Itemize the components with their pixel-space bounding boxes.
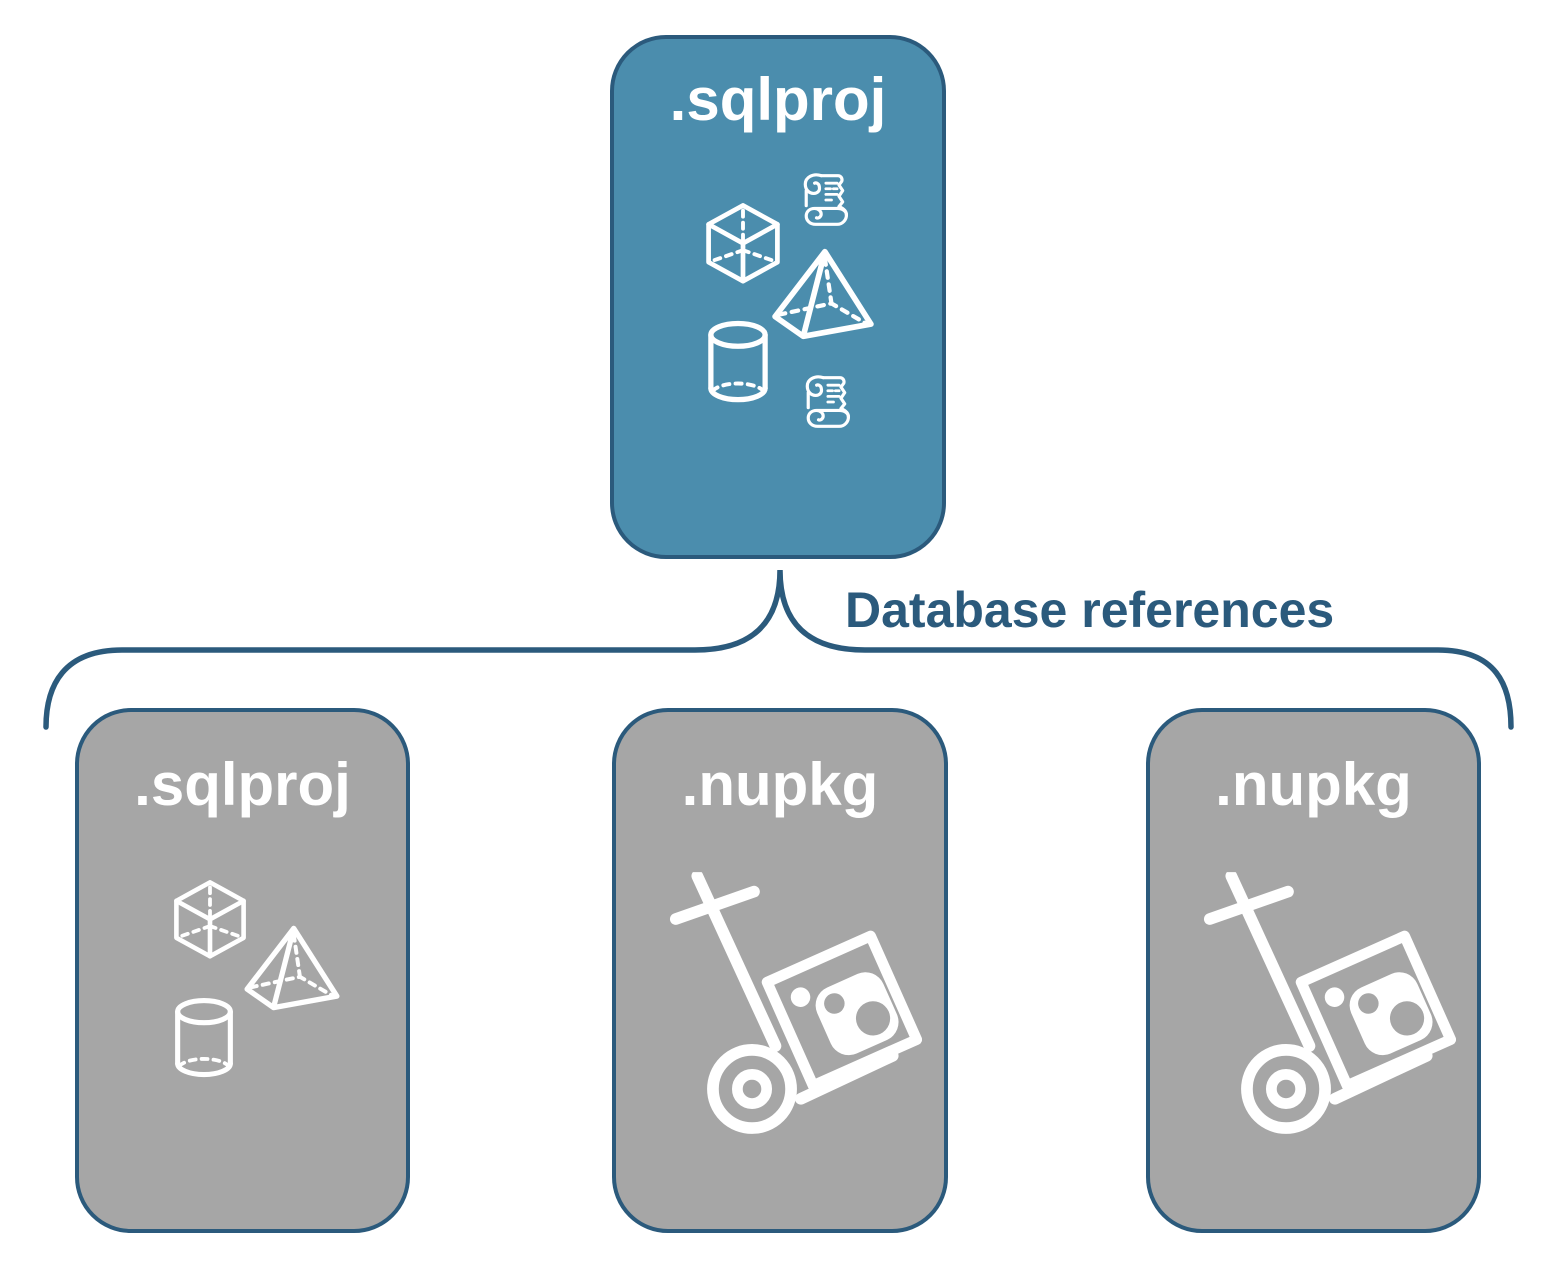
pyramid-icon — [770, 247, 876, 341]
node-root-sqlproj: .sqlproj — [610, 35, 946, 559]
child-node-label: .nupkg — [1215, 751, 1412, 818]
nuget-handtruck-icon — [668, 870, 922, 1138]
pyramid-icon — [241, 924, 343, 1012]
cylinder-icon — [702, 320, 774, 404]
node-child-nupkg-2: .nupkg — [1146, 708, 1481, 1233]
cylinder-icon — [170, 995, 238, 1081]
script-scroll-icon — [795, 170, 853, 230]
connector-label: Database references — [845, 582, 1335, 638]
child-node-label: .sqlproj — [134, 751, 351, 818]
child-node-label: .nupkg — [681, 751, 879, 818]
script-scroll-icon — [797, 372, 855, 432]
node-child-nupkg-1: .nupkg — [612, 708, 948, 1233]
brace-connector — [43, 569, 1514, 730]
nuget-handtruck-icon — [1202, 870, 1456, 1138]
root-node-label: .sqlproj — [669, 66, 887, 133]
node-child-sqlproj: .sqlproj — [75, 708, 410, 1233]
